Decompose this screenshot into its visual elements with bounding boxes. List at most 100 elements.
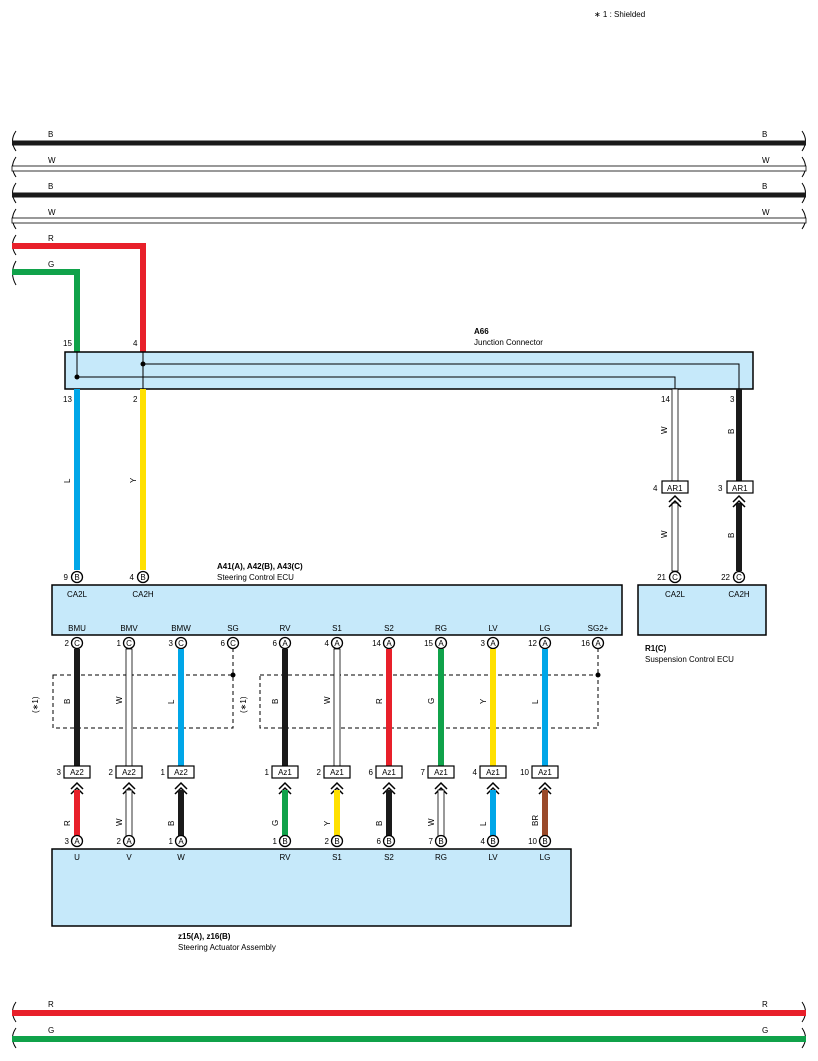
steering-top-pin-label-1: CA2H: [132, 590, 154, 599]
lower-wire-label-2: B: [167, 821, 176, 826]
steering-ecu-code: A41(A), A42(B), A43(C): [217, 562, 303, 571]
actuator-pin-0: [70, 834, 84, 848]
steering-bottom-pin-label-0: BMU: [68, 624, 86, 633]
inline-connector-label-8: Az1: [538, 768, 552, 777]
lower-wire-label-1: W: [115, 818, 124, 826]
actuator-pin-label-6: RG: [435, 853, 447, 862]
actuator-pin-2: [174, 834, 188, 848]
upper-wire-label-4: W: [323, 696, 332, 704]
bottom-label-g-left: G: [48, 1026, 54, 1035]
bus-wire-w2: [11, 217, 807, 224]
inline-connector-arrow-1: [122, 781, 136, 795]
bottom-label-r-left: R: [48, 1000, 54, 1009]
steering-top-pin-0-letter: B: [74, 573, 79, 582]
steering-bottom-pin-num-0: 2: [65, 639, 70, 648]
inline-connector-label-1: Az2: [122, 768, 136, 777]
wire-label-l: L: [63, 478, 72, 483]
actuator-pin-num-8: 10: [528, 837, 537, 846]
upper-wire-label-5: R: [375, 698, 384, 704]
inline-connector-7: [479, 765, 507, 779]
suspension-pin-num-1: 22: [721, 573, 730, 582]
steering-bottom-pin-2-letter: C: [178, 639, 184, 648]
suspension-pin-0: [668, 570, 682, 584]
actuator-pin-label-5: S2: [384, 853, 394, 862]
actuator-pin-5: [382, 834, 396, 848]
steering-bottom-pin-5-letter: A: [334, 639, 340, 648]
inline-connector-1: [115, 765, 143, 779]
actuator-pin-num-0: 3: [65, 837, 70, 846]
suspension-pin-0-letter: C: [672, 573, 678, 582]
inline-connector-6: [427, 765, 455, 779]
actuator-pin-num-6: 7: [429, 837, 434, 846]
inline-connector-5: [375, 765, 403, 779]
steering-bottom-pin-3-letter: C: [230, 639, 236, 648]
upper-wire-label-0: B: [63, 699, 72, 704]
upper-wire-label-8: L: [531, 699, 540, 704]
inline-connector-arrow-3: [278, 781, 292, 795]
suspension-pin-1-letter: C: [736, 573, 742, 582]
actuator-pin-4-letter: B: [334, 837, 339, 846]
junction-pin-2: 2: [133, 395, 138, 404]
rg-bus: R G: [12, 234, 146, 352]
actuator-pin-label-2: W: [177, 853, 185, 862]
actuator-pin-1: [122, 834, 136, 848]
lower-wire-6: [437, 789, 445, 837]
steering-bottom-pin-4-letter: A: [282, 639, 288, 648]
steering-bottom-pin-8-letter: A: [490, 639, 496, 648]
actuator-pin-num-1: 2: [117, 837, 122, 846]
inline-connector-pin-5: 6: [369, 768, 374, 777]
actuator-code: z15(A), z16(B): [178, 932, 231, 941]
steering-bottom-pin-5: [330, 636, 344, 650]
top-bus: B B W W B B W W: [11, 130, 807, 230]
steering-bottom-pin-9: [538, 636, 552, 650]
actuator-pin-num-5: 6: [377, 837, 382, 846]
bottom-label-g-right: G: [762, 1026, 768, 1035]
steering-bottom-pin-num-2: 3: [169, 639, 174, 648]
steering-bottom-pin-0: [70, 636, 84, 650]
upper-wire-4: [333, 648, 341, 767]
bus-label-w1-right: W: [762, 156, 770, 165]
inline-connector-label-0: Az2: [70, 768, 84, 777]
steering-bottom-pin-label-6: S2: [384, 624, 394, 633]
suspension-pin-label-1: CA2H: [728, 590, 750, 599]
junction-pin-3: 3: [730, 395, 735, 404]
inline-connector-8: [531, 765, 559, 779]
inline-connector-arrow-0: [70, 781, 84, 795]
steering-bottom-pin-num-10: 16: [581, 639, 590, 648]
actuator-pin-0-letter: A: [74, 837, 80, 846]
inline-connector-0: [63, 765, 91, 779]
upper-wire-1: [125, 648, 133, 767]
steering-bottom-pin-9-letter: A: [542, 639, 548, 648]
wire-label-w-lower: W: [660, 530, 669, 538]
steering-ecu-name: Steering Control ECU: [217, 573, 294, 582]
wire-g-down: [12, 269, 80, 352]
actuator-pin-num-4: 2: [325, 837, 330, 846]
bus-label-b2-left: B: [48, 182, 53, 191]
lower-wire-1: [125, 789, 133, 837]
svg-text:AR1: AR1: [732, 484, 748, 493]
actuator-pin-label-3: RV: [280, 853, 292, 862]
ar1-connector-w: [661, 480, 689, 494]
inline-connector-arrow-5: [382, 781, 396, 795]
inline-connector-arrow-7: [486, 781, 500, 795]
steering-bottom-pin-7-letter: A: [438, 639, 444, 648]
steering-bottom-pin-1-letter: C: [126, 639, 132, 648]
upper-wire-label-3: B: [271, 699, 280, 704]
steering-bottom-pin-label-7: RG: [435, 624, 447, 633]
bus-label-b2-right: B: [762, 182, 767, 191]
inline-connector-label-2: Az2: [174, 768, 188, 777]
steering-bottom-pin-10-letter: A: [595, 639, 601, 648]
steering-bottom-pin-num-4: 6: [273, 639, 278, 648]
shield-note: ∗ 1 : Shielded: [594, 10, 645, 19]
actuator-pin-4: [330, 834, 344, 848]
inline-connector-arrow-2: [174, 781, 188, 795]
inline-connector-label-5: Az1: [382, 768, 396, 777]
steering-bottom-pin-6-letter: A: [386, 639, 392, 648]
shield-boxes: (∗1) (∗1): [31, 648, 601, 729]
lower-wire-label-7: L: [479, 821, 488, 826]
steering-bottom-pin-4: [278, 636, 292, 650]
upper-wire-label-6: G: [427, 698, 436, 704]
bus-wire-w1: [11, 165, 807, 172]
